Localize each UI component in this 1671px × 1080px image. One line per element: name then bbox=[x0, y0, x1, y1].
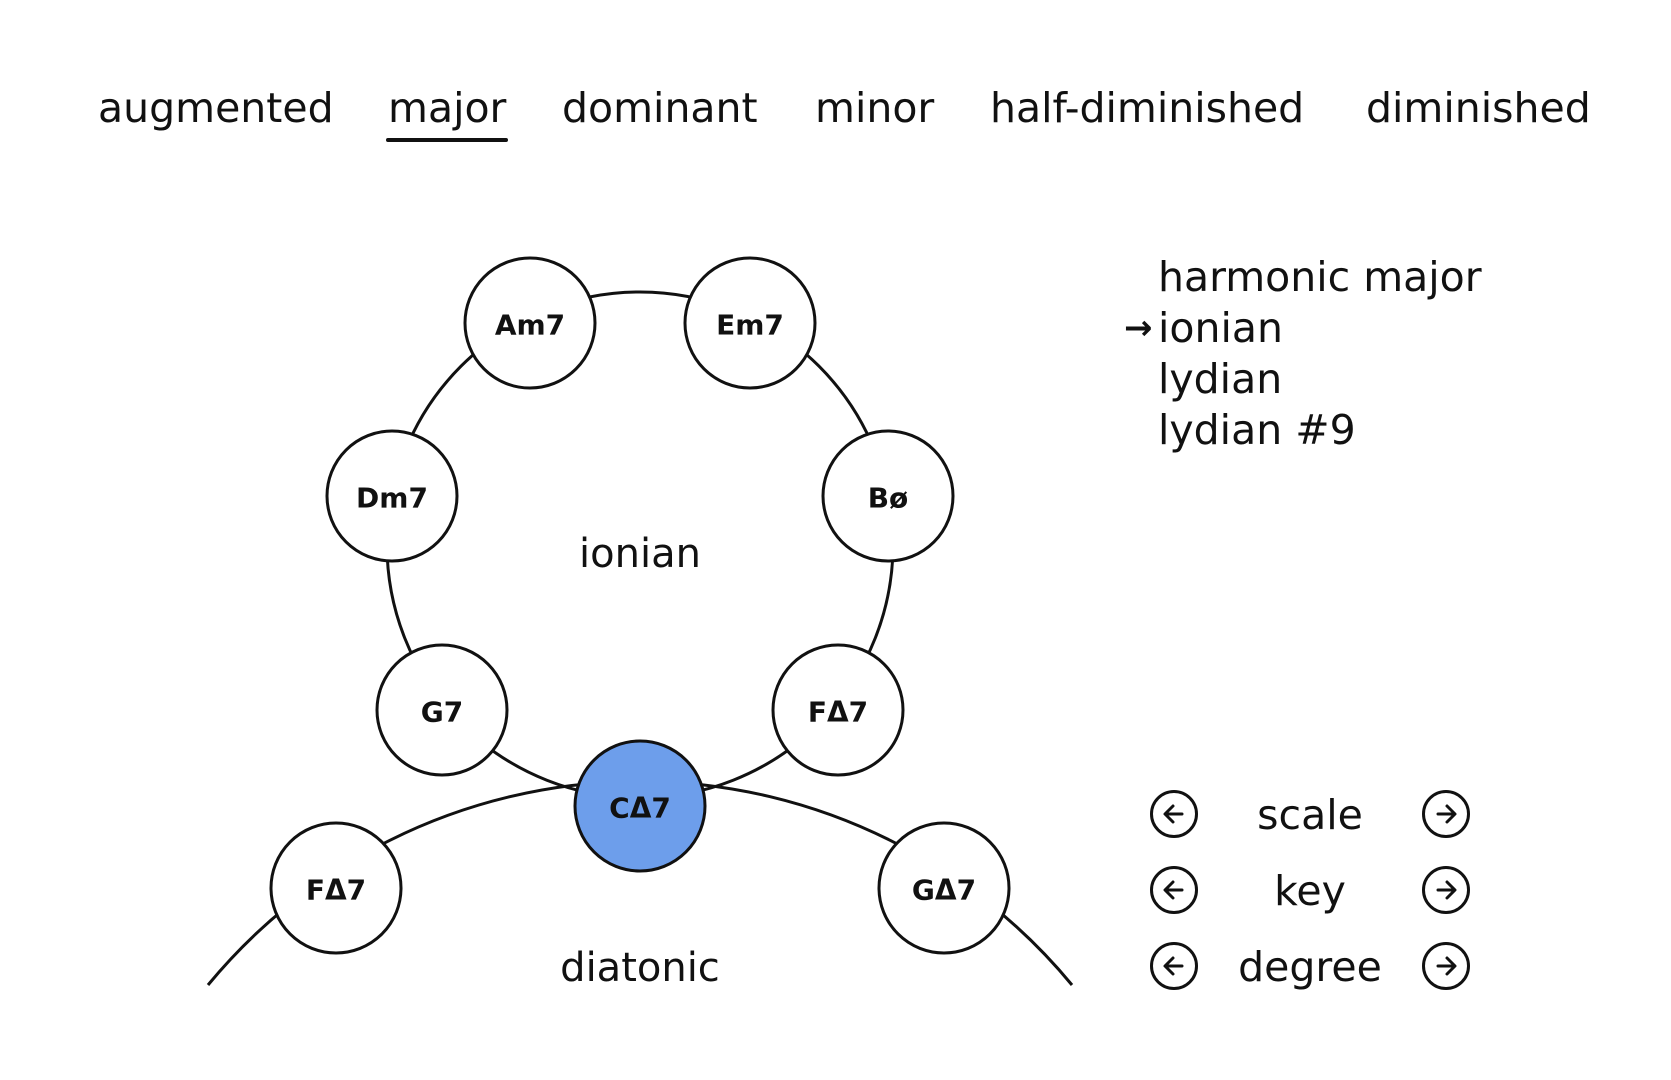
scale-item-ionian[interactable]: → ionian bbox=[1120, 303, 1570, 354]
degree-next-button[interactable] bbox=[1422, 942, 1470, 990]
tab-minor[interactable]: minor bbox=[815, 84, 935, 132]
chord-node-neighbor-f-maj7[interactable]: FΔ7 bbox=[269, 821, 403, 955]
arrow-left-circle-icon bbox=[1163, 880, 1184, 900]
chord-node-b-half-dim[interactable]: Bø bbox=[821, 429, 955, 563]
scale-list: harmonic major → ionian lydian lydian #9 bbox=[1120, 252, 1570, 456]
navigation-controls: scale key degree bbox=[1150, 790, 1480, 1018]
degree-prev-button[interactable] bbox=[1150, 942, 1198, 990]
scale-item-label: ionian bbox=[1158, 304, 1283, 352]
current-scale-arrow-icon: → bbox=[1124, 308, 1153, 348]
scale-item-label: lydian #9 bbox=[1158, 406, 1356, 454]
tab-major[interactable]: major bbox=[385, 78, 509, 142]
tab-augmented[interactable]: augmented bbox=[98, 84, 334, 132]
arrow-left-circle-icon bbox=[1163, 804, 1184, 824]
scale-item-harmonic-major[interactable]: harmonic major bbox=[1120, 252, 1570, 303]
arrow-right-circle-icon bbox=[1436, 956, 1457, 976]
degree-control-label: degree bbox=[1238, 943, 1382, 991]
scale-control-row: scale bbox=[1150, 790, 1480, 866]
mode-label: ionian bbox=[579, 531, 701, 577]
chord-quality-tabs: augmented major dominant minor half-dimi… bbox=[0, 78, 1671, 148]
key-control-row: key bbox=[1150, 866, 1480, 942]
chord-node-dm7[interactable]: Dm7 bbox=[325, 429, 459, 563]
degree-control-row: degree bbox=[1150, 942, 1480, 1018]
tab-dominant[interactable]: dominant bbox=[562, 84, 758, 132]
tab-diminished[interactable]: diminished bbox=[1366, 84, 1591, 132]
chord-node-g7[interactable]: G7 bbox=[375, 643, 509, 777]
chord-node-f-maj7[interactable]: FΔ7 bbox=[771, 643, 905, 777]
chord-node-neighbor-g-maj7[interactable]: GΔ7 bbox=[877, 821, 1011, 955]
chord-node-am7[interactable]: Am7 bbox=[463, 256, 597, 390]
chord-node-em7[interactable]: Em7 bbox=[683, 256, 817, 390]
arrow-right-circle-icon bbox=[1436, 880, 1457, 900]
arrow-left-circle-icon bbox=[1163, 956, 1184, 976]
arrow-right-circle-icon bbox=[1436, 804, 1457, 824]
scale-prev-button[interactable] bbox=[1150, 790, 1198, 838]
scale-item-label: harmonic major bbox=[1158, 253, 1482, 301]
key-prev-button[interactable] bbox=[1150, 866, 1198, 914]
scale-item-label: lydian bbox=[1158, 355, 1283, 403]
key-next-button[interactable] bbox=[1422, 866, 1470, 914]
scale-item-lydian-sharp-9[interactable]: lydian #9 bbox=[1120, 405, 1570, 456]
neighbor-set-label: diatonic bbox=[560, 945, 720, 991]
key-control-label: key bbox=[1274, 867, 1346, 915]
scale-control-label: scale bbox=[1257, 791, 1363, 839]
chord-node-c-maj7-selected[interactable]: CΔ7 bbox=[573, 739, 707, 873]
tab-half-diminished[interactable]: half-diminished bbox=[990, 84, 1305, 132]
scale-next-button[interactable] bbox=[1422, 790, 1470, 838]
scale-item-lydian[interactable]: lydian bbox=[1120, 354, 1570, 405]
